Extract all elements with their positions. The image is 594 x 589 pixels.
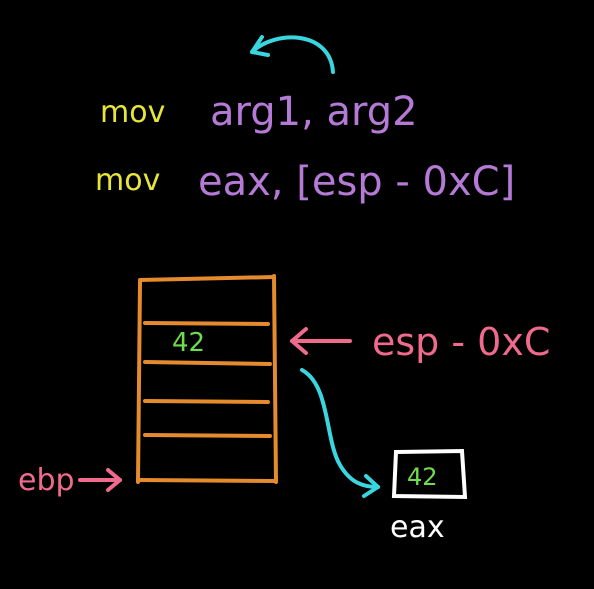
- code-line1-operands: arg1, arg2: [210, 89, 418, 135]
- register-value: 42: [407, 463, 438, 491]
- esp-offset-label: esp - 0xC: [372, 320, 550, 364]
- code-line1-mnemonic: mov: [100, 95, 165, 130]
- ebp-label: ebp: [18, 463, 75, 498]
- curved-arrow-left-icon: [250, 35, 335, 74]
- stack-slot-value: 42: [172, 328, 205, 358]
- stack-frame: [136, 274, 278, 484]
- stack-divider: [143, 321, 270, 326]
- register-box: [391, 448, 468, 500]
- arrow-left-icon: [290, 327, 352, 355]
- stack-divider: [143, 360, 272, 366]
- arrow-right-icon: [78, 468, 122, 492]
- register-name: eax: [390, 510, 445, 545]
- code-line2-operands: eax, [esp - 0xC]: [198, 159, 515, 205]
- code-line2-mnemonic: mov: [95, 163, 160, 198]
- stack-divider: [143, 399, 270, 404]
- stack-divider: [143, 433, 272, 438]
- curved-arrow-down-right-icon: [300, 368, 380, 498]
